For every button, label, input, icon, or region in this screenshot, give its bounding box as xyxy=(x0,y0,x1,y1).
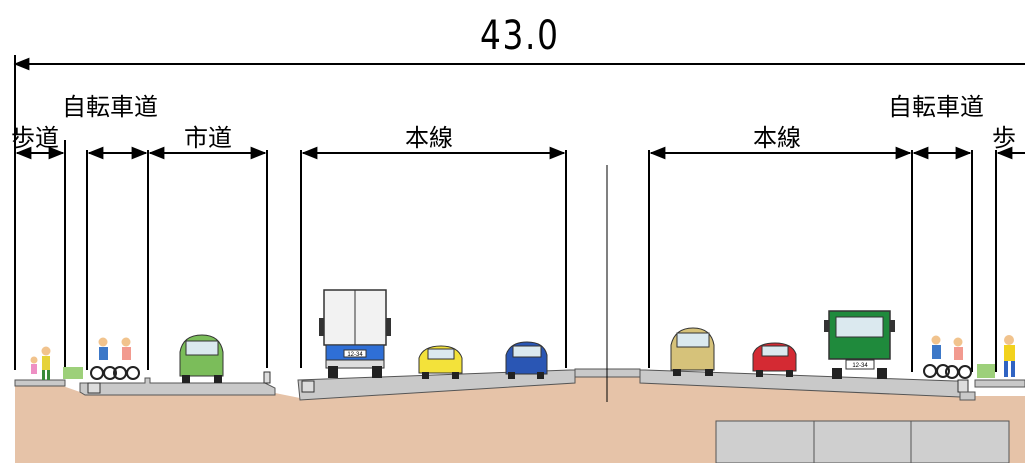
truck-plate: 12-34 xyxy=(347,352,363,358)
cyclists-right xyxy=(923,335,972,379)
pedestrians-right xyxy=(977,335,1015,378)
blue-car xyxy=(505,341,548,379)
beige-car xyxy=(670,327,715,376)
green-truck: 12-34 xyxy=(824,310,895,379)
bus-plate: 12-34 xyxy=(852,363,868,369)
main-line-left-label: 本線 xyxy=(405,124,453,152)
box-culvert xyxy=(715,420,1010,463)
sidewalk-left-label: 歩道 xyxy=(11,124,59,152)
green-car xyxy=(179,334,224,383)
pavement-right-bike-sidewalk xyxy=(959,379,1025,401)
yellow-car xyxy=(418,345,463,379)
pedestrians-left xyxy=(30,346,83,380)
cyclists-left xyxy=(90,337,140,380)
total-width-dimension xyxy=(13,55,1025,370)
main-line-right-label: 本線 xyxy=(753,124,801,152)
sidewalk-right-label-partial: 歩 xyxy=(992,124,1016,152)
pavement-left-sidewalk xyxy=(14,379,66,387)
bike-lane-right-label: 自転車道 xyxy=(888,93,984,121)
total-width-label: 43.0 xyxy=(480,13,560,59)
bike-lane-left-label: 自転車道 xyxy=(62,93,158,121)
box-truck: 12-34 xyxy=(319,289,391,378)
extension-lines xyxy=(64,140,997,372)
city-road-label: 市道 xyxy=(184,124,232,152)
pavement-left-bike-and-city-road xyxy=(79,371,276,396)
red-car xyxy=(752,342,797,377)
